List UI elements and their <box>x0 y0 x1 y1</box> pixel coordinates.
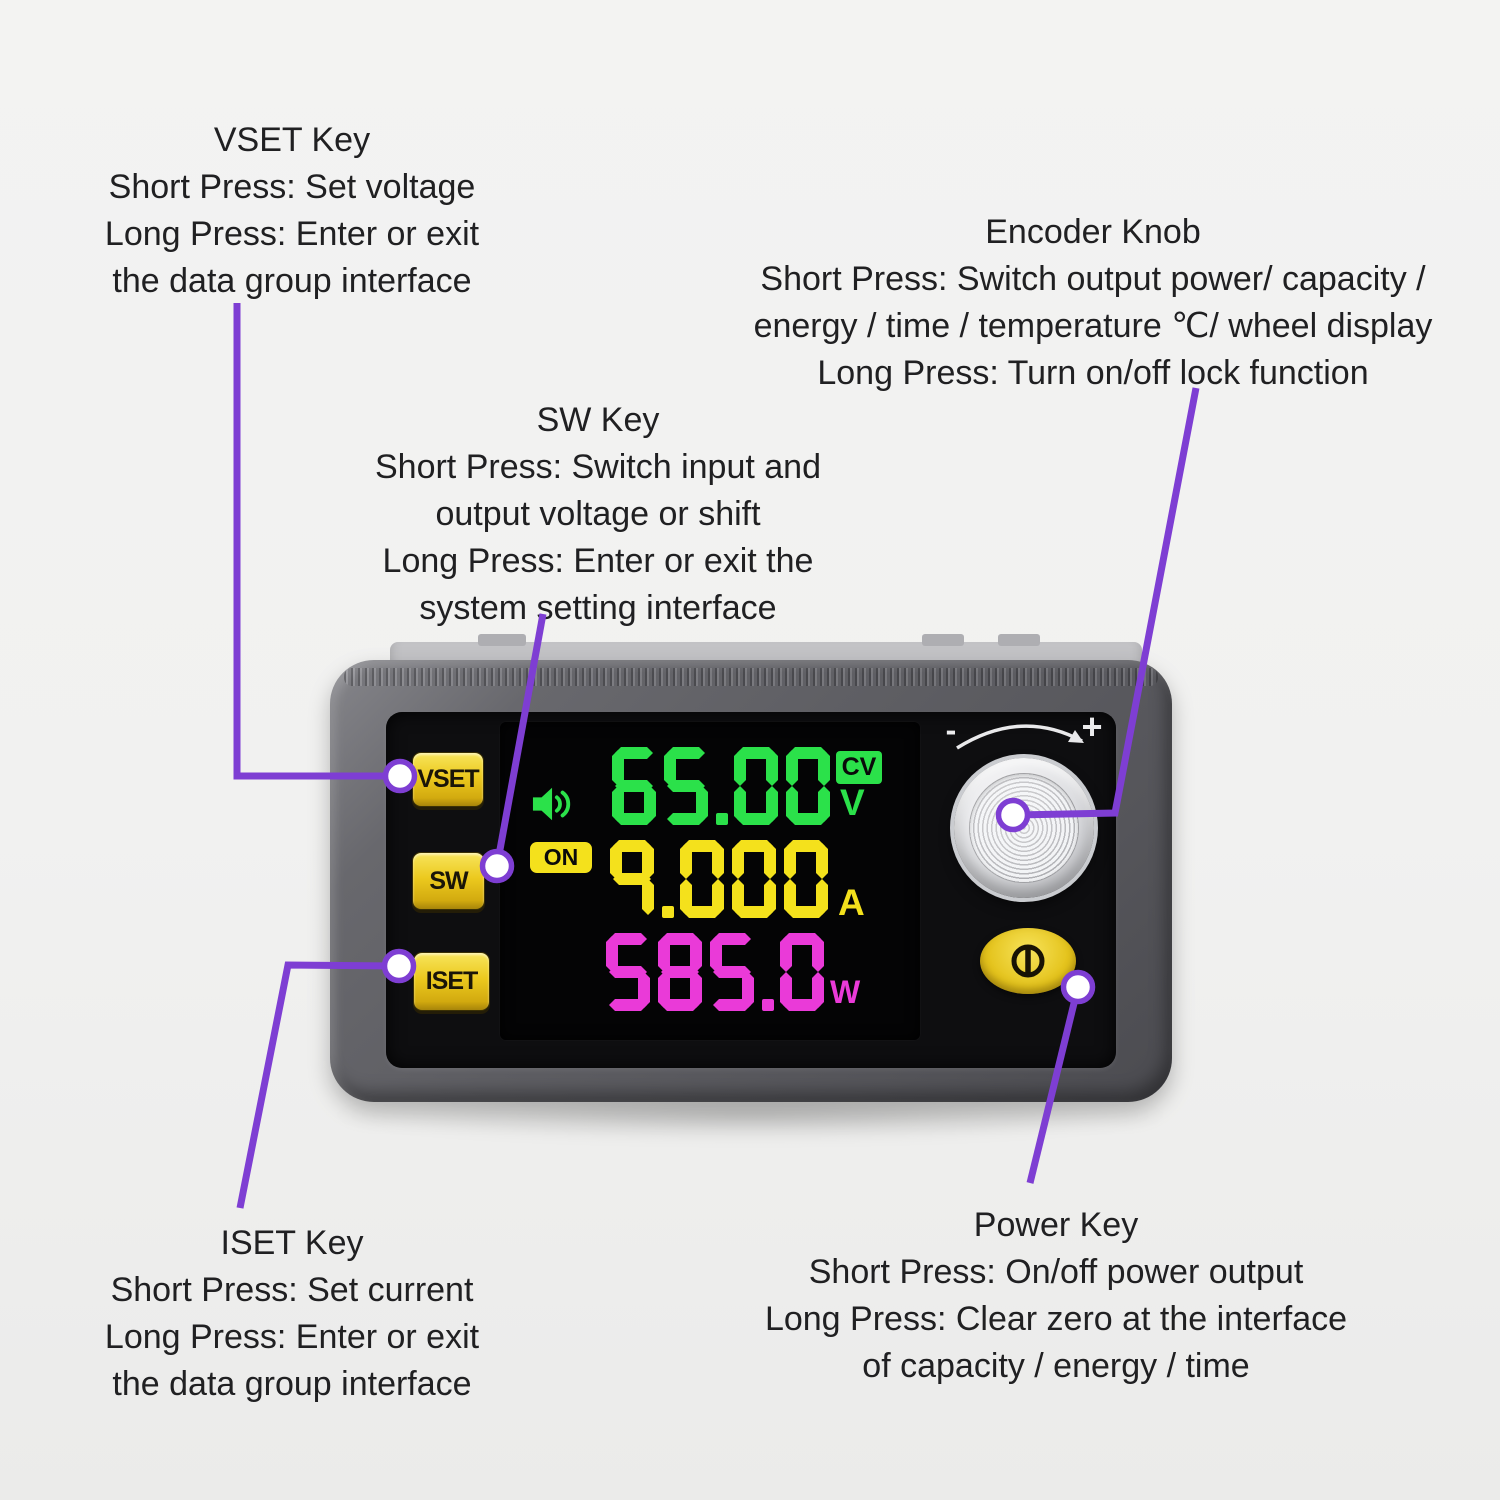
cv-mode-badge: CV <box>836 751 882 784</box>
annotation-text: Short Press: Set voltage <box>108 168 476 206</box>
annotation-text: the data group interface <box>112 1365 472 1403</box>
vset-button[interactable]: VSET <box>412 752 484 807</box>
power-readout <box>606 933 824 1016</box>
annotation-text: Long Press: Enter or exit <box>104 215 480 253</box>
annotation-text: Long Press: Enter or exit the <box>382 542 814 580</box>
annotation-title: Power Key <box>973 1206 1139 1244</box>
annotation-text: Short Press: Switch input and <box>374 448 821 486</box>
front-panel: VSET SW ISET CV V ON A W <box>386 706 1116 1068</box>
voltage-readout <box>612 747 830 830</box>
knob-plus-label: + <box>1081 706 1103 747</box>
sw-annotation: SW Key Short Press: Switch input and out… <box>358 397 838 632</box>
current-readout <box>610 840 828 923</box>
annotation-text: Short Press: Switch output power/ capaci… <box>760 260 1426 298</box>
mount-tab <box>478 634 526 646</box>
voltage-unit-label: V <box>840 782 865 823</box>
bezel-texture <box>344 668 1158 686</box>
current-unit-label: A <box>838 882 865 923</box>
iset-annotation: ISET Key Short Press: Set current Long P… <box>77 1220 507 1408</box>
encoder-knob[interactable] <box>954 758 1094 898</box>
annotation-text: of capacity / energy / time <box>862 1347 1250 1385</box>
annotation-title: VSET Key <box>213 121 371 159</box>
encoder-annotation: Encoder Knob Short Press: Switch output … <box>703 209 1483 397</box>
annotation-text: system setting interface <box>419 589 777 627</box>
annotation-text: energy / time / temperature ℃/ wheel dis… <box>753 307 1433 345</box>
annotation-text: output voltage or shift <box>435 495 761 533</box>
annotation-text: Long Press: Clear zero at the interface <box>764 1300 1348 1338</box>
knob-minus-label: - <box>945 712 957 748</box>
lcd-display: CV V ON A W <box>500 722 920 1040</box>
annotation-title: Encoder Knob <box>985 213 1201 251</box>
annotation-text: Long Press: Turn on/off lock function <box>817 354 1369 392</box>
power-unit-label: W <box>830 974 861 1010</box>
power-button[interactable] <box>980 928 1076 994</box>
power-annotation: Power Key Short Press: On/off power outp… <box>726 1202 1386 1390</box>
vset-annotation: VSET Key Short Press: Set voltage Long P… <box>77 117 507 305</box>
annotation-text: Long Press: Enter or exit <box>104 1318 480 1356</box>
annotation-text: the data group interface <box>112 262 472 300</box>
mount-tab <box>998 634 1040 646</box>
mount-tab <box>922 634 964 646</box>
power-supply-module: VSET SW ISET CV V ON A W <box>330 634 1172 1110</box>
annotation-text: Short Press: On/off power output <box>808 1253 1304 1291</box>
power-icon <box>1011 944 1045 978</box>
speaker-icon <box>532 784 574 824</box>
annotation-text: Short Press: Set current <box>110 1271 474 1309</box>
annotation-title: ISET Key <box>220 1224 364 1262</box>
output-on-badge: ON <box>530 842 592 873</box>
iset-button[interactable]: ISET <box>413 952 490 1011</box>
annotation-title: SW Key <box>536 401 660 439</box>
sw-button[interactable]: SW <box>412 852 485 910</box>
